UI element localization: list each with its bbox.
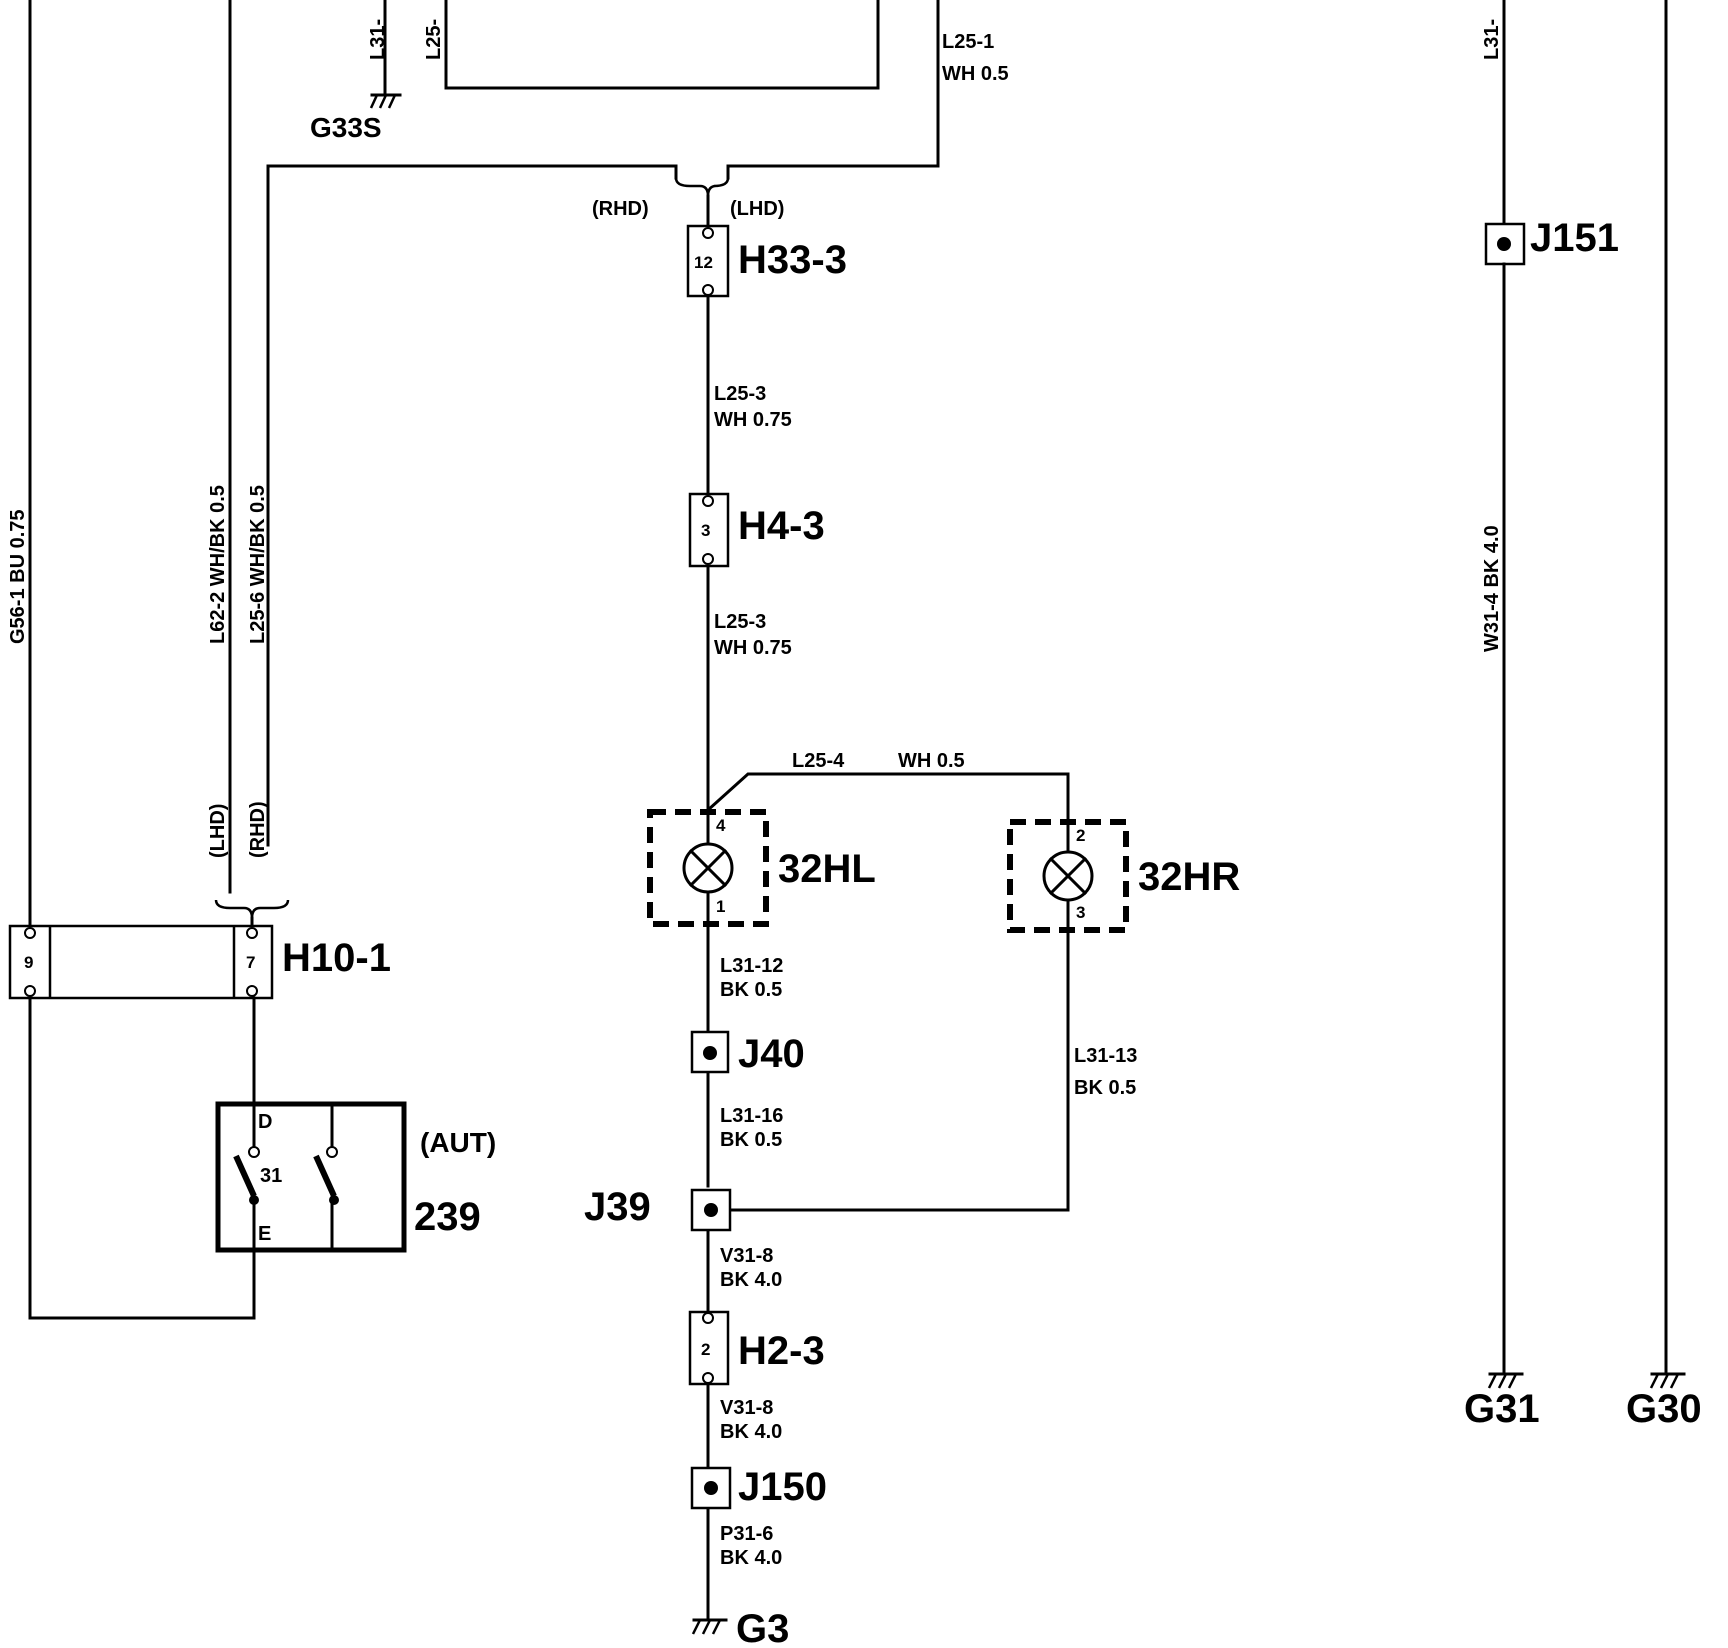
wire-label-w31-4: W31-4 BK 4.0 bbox=[1481, 525, 1503, 652]
lhd-rhd-brace-left bbox=[214, 899, 290, 919]
variant-label-rhd-top: (RHD) bbox=[592, 198, 649, 220]
lamp-32hl: 4 1 bbox=[647, 809, 769, 927]
splice-label-j150: J150 bbox=[738, 1465, 827, 1509]
wire-label-top-l31: L31- bbox=[367, 19, 389, 60]
rhd-lhd-brace-top bbox=[674, 177, 730, 197]
splice-label-j40: J40 bbox=[738, 1032, 805, 1076]
wire-label-l25-1-id: L25-1 bbox=[942, 31, 994, 53]
pin-h10-1-right: 7 bbox=[246, 953, 255, 972]
wire-label-l31-16-spec: BK 0.5 bbox=[720, 1129, 782, 1151]
wire-label-v31-8a-id: V31-8 bbox=[720, 1245, 773, 1267]
wire-label-l25-4-spec: WH 0.5 bbox=[898, 750, 965, 772]
pin-hl-top: 4 bbox=[716, 816, 726, 835]
splice-label-j39: J39 bbox=[584, 1185, 651, 1229]
wire-label-l31-12-spec: BK 0.5 bbox=[720, 979, 782, 1001]
wire-label-p31-6-id: P31-6 bbox=[720, 1523, 773, 1545]
wire-label-l31-12-id: L31-12 bbox=[720, 955, 783, 977]
lamp-label-32hl: 32HL bbox=[778, 847, 876, 891]
ground-symbol-g30 bbox=[1649, 1372, 1686, 1389]
connector-label-h2-3: H2-3 bbox=[738, 1329, 825, 1373]
splice-j151 bbox=[1484, 222, 1526, 266]
wire-label-l25-1-spec: WH 0.5 bbox=[942, 63, 1009, 85]
top-wiring: G33S L31- L25- L25-1 WH 0.5 (RHD) (LHD) bbox=[266, 0, 1009, 847]
splice-label-j151: J151 bbox=[1530, 216, 1619, 260]
pin-h33-3: 12 bbox=[694, 253, 713, 272]
pin-switch-31: 31 bbox=[260, 1165, 282, 1187]
ground-label-g30: G30 bbox=[1626, 1387, 1702, 1431]
wire-label-v31-8a-spec: BK 4.0 bbox=[720, 1269, 782, 1291]
wire-label-l25-3a-spec: WH 0.75 bbox=[714, 409, 792, 431]
splice-j150 bbox=[690, 1466, 732, 1510]
pin-h2-3: 2 bbox=[701, 1340, 710, 1359]
ground-symbol-g3 bbox=[691, 1618, 728, 1635]
wire-label-g56-1: G56-1 BU 0.75 bbox=[7, 509, 29, 644]
switch-contact-icon bbox=[233, 1154, 257, 1198]
lamp-32hr: 2 3 bbox=[1007, 819, 1129, 933]
wire-label-l25-4-id: L25-4 bbox=[792, 750, 845, 772]
connector-label-h10-1: H10-1 bbox=[282, 936, 391, 980]
switch-239: D 31 E bbox=[215, 1101, 407, 1253]
ground-label-g33s: G33S bbox=[310, 112, 382, 143]
switch-contact-icon-2 bbox=[313, 1154, 337, 1198]
wire-label-l25-3a-id: L25-3 bbox=[714, 383, 766, 405]
ground-label-g31: G31 bbox=[1464, 1387, 1540, 1431]
left-wiring: G56-1 BU 0.75 L62-2 WH/BK 0.5 L25-6 WH/B… bbox=[7, 0, 496, 1320]
pin-h4-3: 3 bbox=[701, 521, 710, 540]
ground-symbol-g33s bbox=[369, 93, 402, 109]
variant-label-lhd-left: (LHD) bbox=[207, 804, 229, 858]
switch-label-239: 239 bbox=[414, 1195, 481, 1239]
wire-label-v31-8b-spec: BK 4.0 bbox=[720, 1421, 782, 1443]
pin-hr-bottom: 3 bbox=[1076, 903, 1085, 922]
pin-hr-top: 2 bbox=[1076, 826, 1085, 845]
center-trunk: 12 H33-3 L25-3 WH 0.75 3 H4-3 L25-3 WH 0… bbox=[584, 224, 1240, 1648]
wire-label-l31-13-spec: BK 0.5 bbox=[1074, 1077, 1136, 1099]
connector-h4-3: 3 bbox=[688, 492, 730, 568]
wire-label-p31-6-spec: BK 4.0 bbox=[720, 1547, 782, 1569]
right-wiring: L31- J151 W31-4 BK 4.0 G31 G30 bbox=[1464, 0, 1702, 1431]
wire-label-l31-16-id: L31-16 bbox=[720, 1105, 783, 1127]
wire-label-top-right-l31: L31- bbox=[1481, 19, 1503, 60]
splice-j39 bbox=[690, 1188, 732, 1232]
switch-variant-label: (AUT) bbox=[420, 1127, 496, 1158]
wire-label-top-l25: L25- bbox=[423, 19, 445, 60]
ground-symbol-g31 bbox=[1487, 1372, 1524, 1389]
wire-label-l25-3b-id: L25-3 bbox=[714, 611, 766, 633]
wire-label-l62-2: L62-2 WH/BK 0.5 bbox=[207, 485, 229, 644]
splice-j40 bbox=[690, 1030, 730, 1074]
connector-label-h33-3: H33-3 bbox=[738, 238, 847, 282]
wire-label-l31-13-id: L31-13 bbox=[1074, 1045, 1137, 1067]
ground-label-g3: G3 bbox=[736, 1607, 789, 1648]
wire-label-v31-8b-id: V31-8 bbox=[720, 1397, 773, 1419]
lamp-label-32hr: 32HR bbox=[1138, 855, 1240, 899]
connector-label-h4-3: H4-3 bbox=[738, 504, 825, 548]
connector-h2-3: 2 bbox=[688, 1310, 730, 1386]
pin-h10-1-left: 9 bbox=[24, 953, 33, 972]
wire-label-l25-3b-spec: WH 0.75 bbox=[714, 637, 792, 659]
pin-hl-bottom: 1 bbox=[716, 897, 725, 916]
connector-h33-3: 12 bbox=[686, 224, 730, 298]
pin-switch-e: E bbox=[258, 1223, 271, 1245]
wire-label-l25-6: L25-6 WH/BK 0.5 bbox=[247, 485, 269, 644]
variant-label-lhd-top: (LHD) bbox=[730, 198, 784, 220]
pin-switch-d: D bbox=[258, 1111, 272, 1133]
connector-h10-1: 9 7 bbox=[8, 924, 274, 1000]
variant-label-rhd-left: (RHD) bbox=[247, 801, 269, 858]
